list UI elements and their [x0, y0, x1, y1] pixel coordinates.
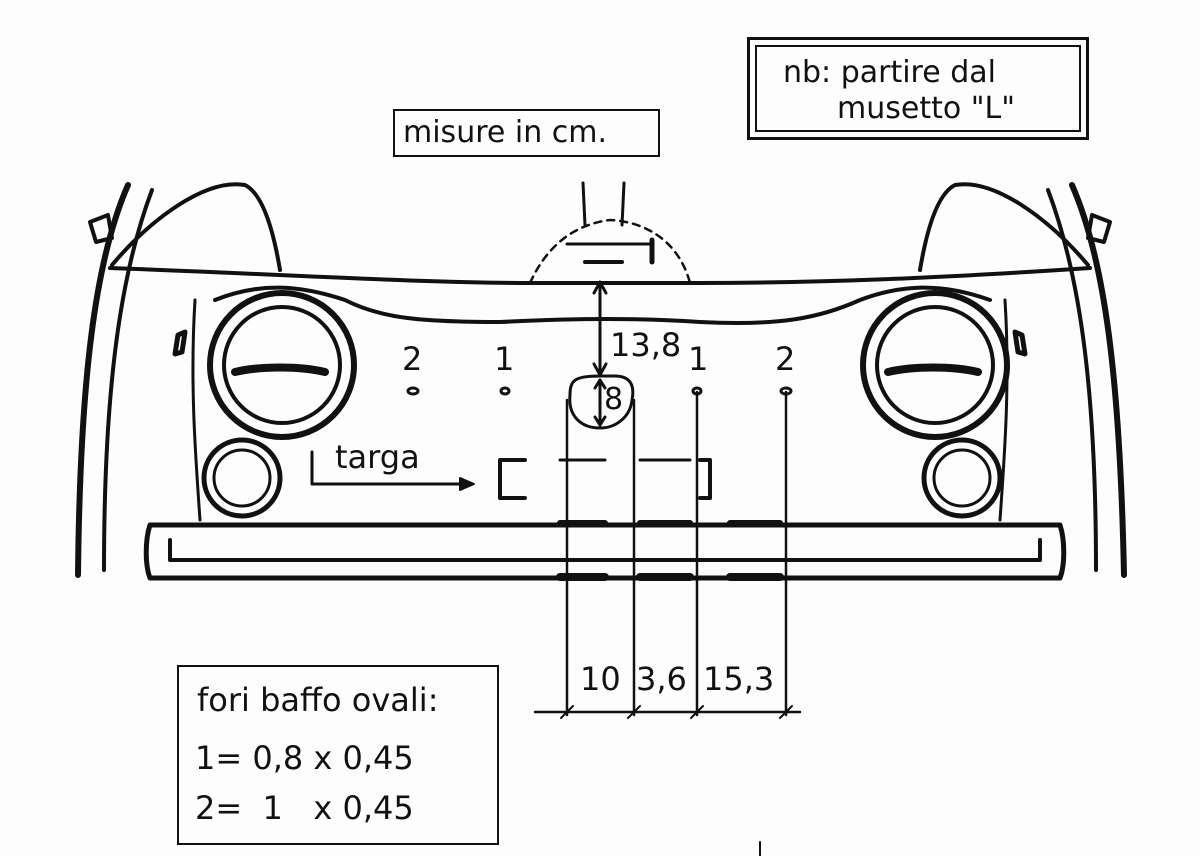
left-foglight-outer	[201, 437, 283, 519]
right-mirror	[1086, 213, 1112, 244]
units-label: misure in cm.	[403, 115, 608, 150]
dimension-bottom-1: 10	[580, 660, 621, 698]
plate-label: targa	[335, 438, 420, 476]
left-wheelarch-top	[110, 182, 282, 272]
dimension-vertical-small: 8	[604, 382, 624, 417]
bumper-outline	[143, 522, 1067, 581]
right-fender-outline	[1069, 182, 1127, 578]
dimension-vertical-top: 13,8	[610, 326, 682, 364]
right-wheelarch-top	[918, 182, 1090, 272]
hole-right-inner	[691, 386, 703, 396]
left-headlight-outer	[207, 290, 357, 440]
left-foglight-inner	[212, 448, 272, 508]
note-line-1: nb: partire dal	[783, 55, 996, 90]
hole-number-right-inner: 1	[688, 340, 709, 378]
holes-note-line-2: 2= 1 x 0,45	[195, 789, 414, 827]
left-fender-inner-line	[102, 188, 154, 572]
hole-number-left-inner: 1	[494, 340, 515, 378]
note-box: nb: partire dal musetto "L"	[747, 37, 1089, 140]
right-headlight-inner	[875, 305, 995, 425]
right-foglight-outer	[921, 437, 1003, 519]
plate-arrow	[310, 450, 472, 486]
dimension-bottom-2: 3,6	[636, 660, 687, 698]
holes-note-box: fori baffo ovali: 1= 0,8 x 0,45 2= 1 x 0…	[177, 665, 499, 845]
hole-left-outer	[406, 386, 420, 396]
bumper-inner-line	[168, 538, 1042, 562]
hole-number-right-outer: 2	[775, 340, 796, 378]
left-fender-outline	[75, 182, 131, 578]
right-fender-inner-line	[1046, 188, 1098, 572]
hole-left-inner	[499, 386, 511, 396]
dimension-bottom-3: 15,3	[703, 660, 775, 698]
holes-note-line-1: 1= 0,8 x 0,45	[195, 739, 414, 777]
front-panel-contour	[213, 285, 992, 326]
emblem-reference	[568, 374, 635, 430]
left-mirror	[88, 213, 114, 244]
left-headlight-inner	[222, 305, 342, 425]
right-foglight-inner	[932, 448, 992, 508]
plate-outline	[498, 458, 527, 500]
hole-number-left-outer: 2	[402, 340, 423, 378]
emblem-dashed-outline	[528, 218, 692, 285]
units-box: misure in cm.	[393, 109, 660, 157]
hole-right-outer	[779, 386, 793, 396]
note-line-2: musetto "L"	[837, 91, 1016, 126]
holes-note-title: fori baffo ovali:	[197, 681, 439, 719]
